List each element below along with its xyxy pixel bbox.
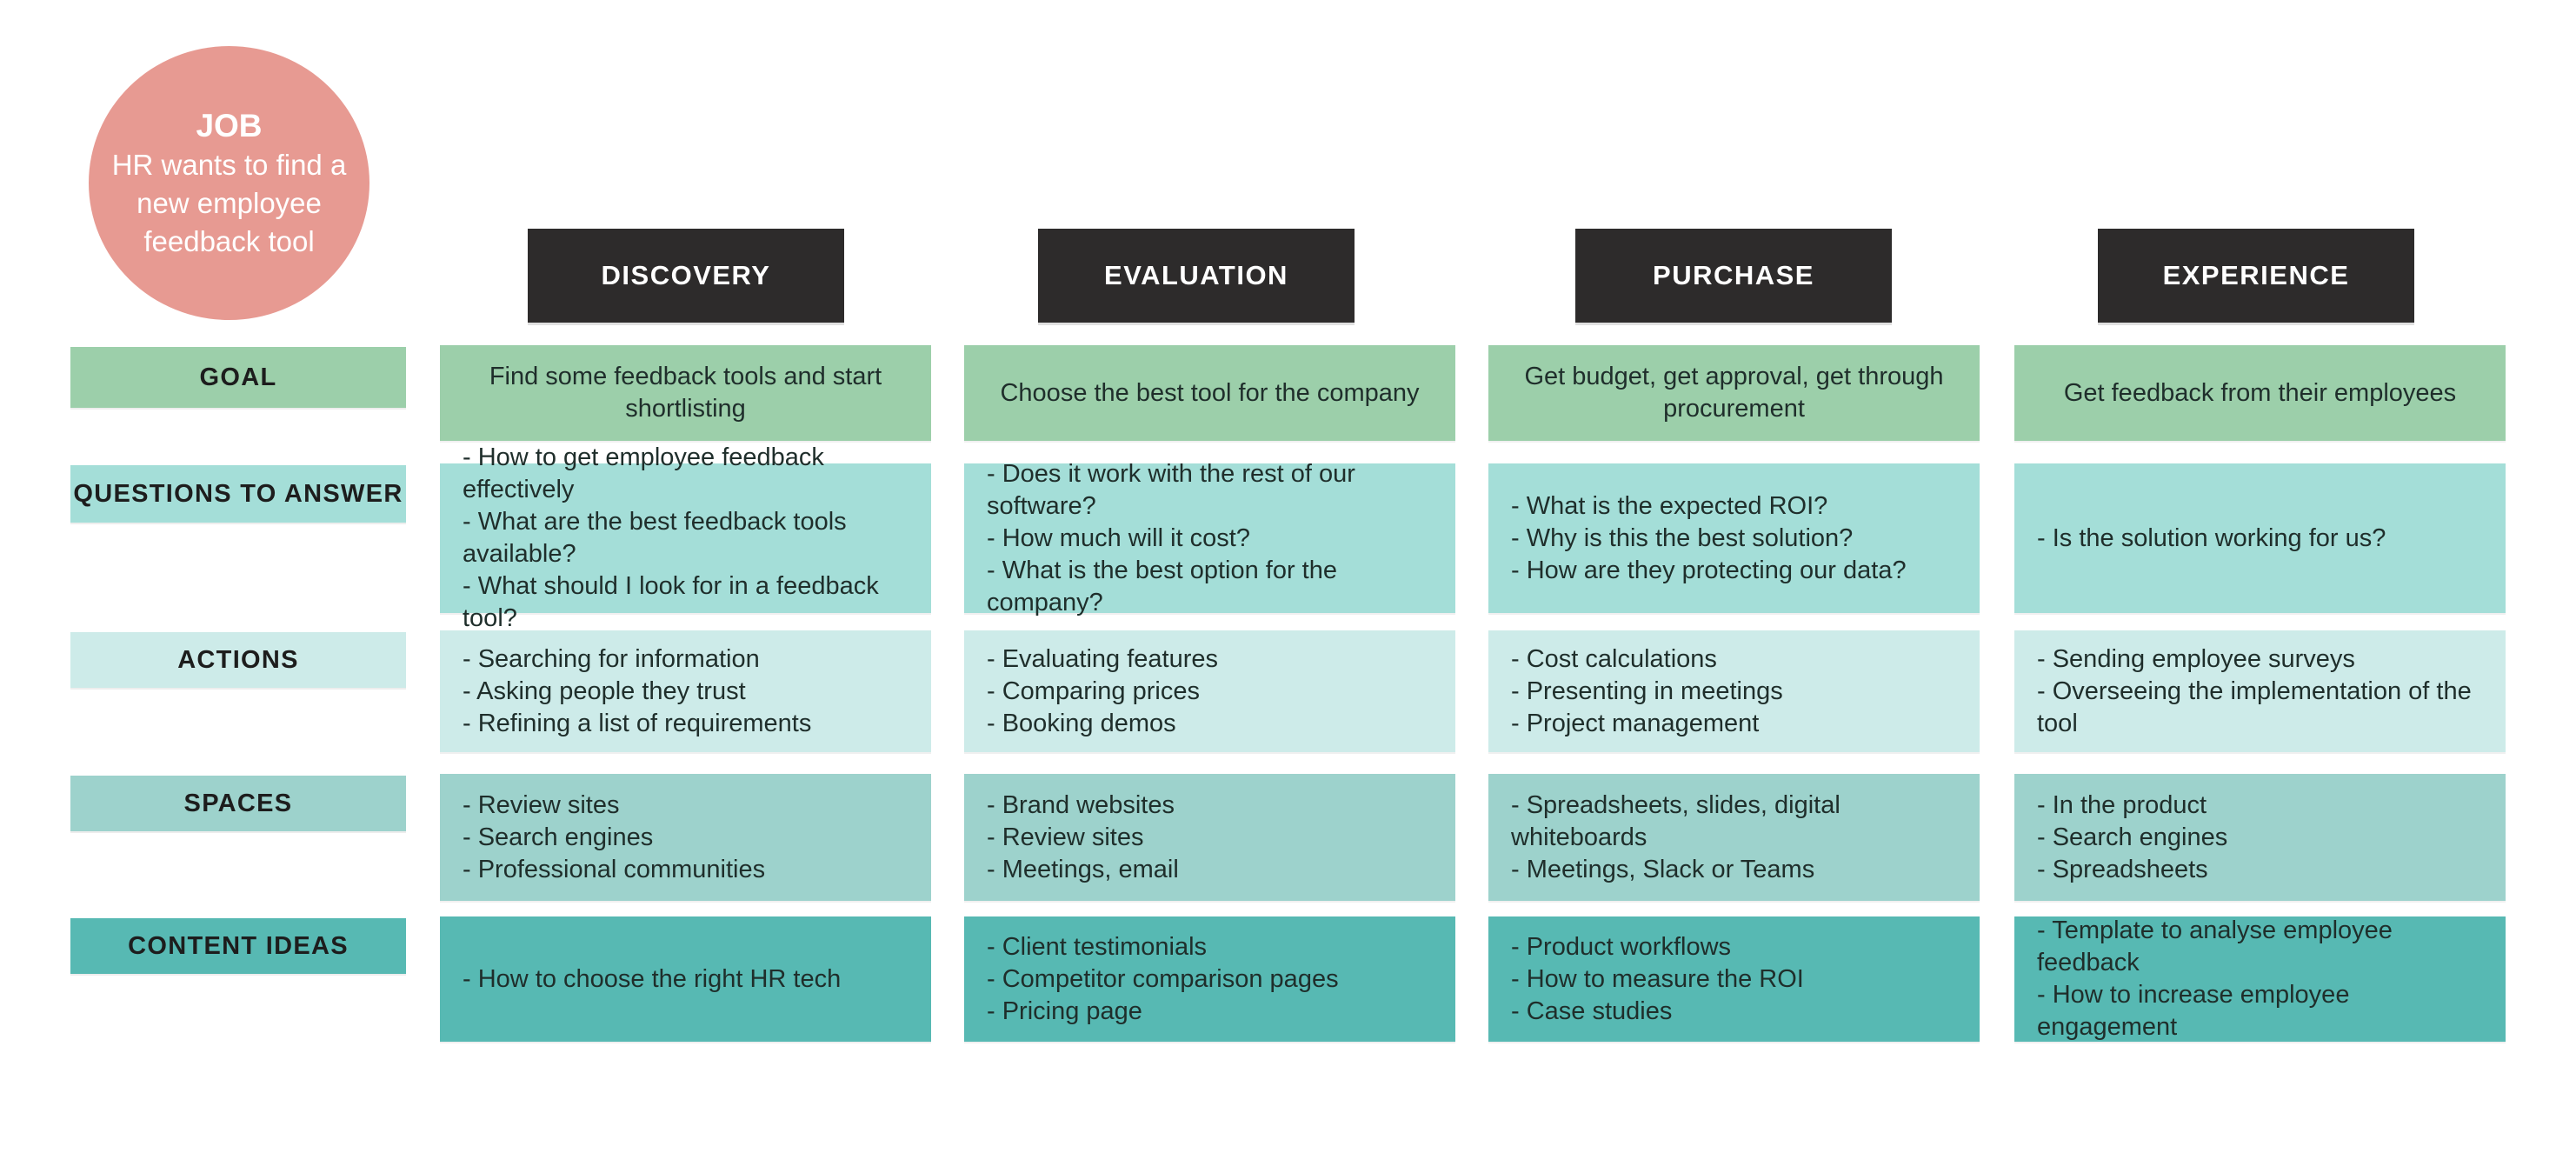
cell-text: - Review sites <box>463 790 620 819</box>
cell-actions-evaluation: - Evaluating features - Comparing prices… <box>964 630 1455 752</box>
cell-text: - Does it work with the rest of our soft… <box>987 459 1355 520</box>
cell-text: - Project management <box>1511 709 1760 737</box>
cell-content-ideas-discovery: - How to choose the right HR tech <box>440 916 931 1042</box>
cell-text: - Cost calculations <box>1511 644 1717 673</box>
cell-text: - Search engines <box>463 823 654 851</box>
cell-text: - Refining a list of requirements <box>463 709 812 737</box>
cell-text: - Why is this the best solution? <box>1511 523 1854 552</box>
cell-text: - Pricing page <box>987 996 1142 1025</box>
cell-actions-discovery: - Searching for information - Asking peo… <box>440 630 931 752</box>
cell-text: - Spreadsheets <box>2037 855 2208 883</box>
cell-text: - Spreadsheets, slides, digital whiteboa… <box>1511 790 1840 851</box>
cell-text: - Brand websites <box>987 790 1175 819</box>
cell-text: - How to measure the ROI <box>1511 964 1804 993</box>
cell-text: Get feedback from their employees <box>2063 378 2457 407</box>
cell-actions-experience: - Sending employee surveys - Overseeing … <box>2014 630 2506 752</box>
cell-text: - Overseeing the implementation of the t… <box>2037 676 2472 737</box>
cell-goal-evaluation: Choose the best tool for the company <box>964 345 1455 441</box>
job-circle-text: HR wants to find a new employee feedback… <box>111 148 347 257</box>
row-label-goal: GOAL <box>70 347 406 408</box>
cell-spaces-discovery: - Review sites - Search engines - Profes… <box>440 774 931 901</box>
cell-text: Choose the best tool for the company <box>1000 378 1420 407</box>
stage-header-experience: EXPERIENCE <box>2098 229 2414 323</box>
row-label-questions-to-answer: QUESTIONS TO ANSWER <box>70 465 406 523</box>
cell-text: - How to choose the right HR tech <box>463 964 842 993</box>
cell-text: - Case studies <box>1511 996 1673 1025</box>
cell-text: - Search engines <box>2037 823 2228 851</box>
row-label-content-ideas: CONTENT IDEAS <box>70 918 406 974</box>
stage-header-evaluation: EVALUATION <box>1038 229 1355 323</box>
cell-text: - Product workflows <box>1511 932 1732 961</box>
cell-content-ideas-purchase: - Product workflows - How to measure the… <box>1488 916 1980 1042</box>
cell-text: - Booking demos <box>987 709 1176 737</box>
cell-text: - How to get employee feedback effective… <box>463 443 824 503</box>
cell-text: - Comparing prices <box>987 676 1200 705</box>
row-label-actions: ACTIONS <box>70 632 406 688</box>
row-label-spaces: SPACES <box>70 776 406 831</box>
cell-text: - Presenting in meetings <box>1511 676 1783 705</box>
cell-questions-purchase: - What is the expected ROI? - Why is thi… <box>1488 463 1980 613</box>
cell-text: - How are they protecting our data? <box>1511 556 1907 584</box>
cell-text: - What is the expected ROI? <box>1511 491 1828 520</box>
cell-content-ideas-evaluation: - Client testimonials - Competitor compa… <box>964 916 1455 1042</box>
cell-spaces-purchase: - Spreadsheets, slides, digital whiteboa… <box>1488 774 1980 901</box>
cell-text: - Meetings, Slack or Teams <box>1511 855 1815 883</box>
cell-actions-purchase: - Cost calculations - Presenting in meet… <box>1488 630 1980 752</box>
cell-text: - Asking people they trust <box>463 676 746 705</box>
cell-text: Find some feedback tools and start short… <box>489 363 882 423</box>
cell-text: - Searching for information <box>463 644 760 673</box>
cell-text: - Is the solution working for us? <box>2037 523 2386 552</box>
cell-questions-evaluation: - Does it work with the rest of our soft… <box>964 460 1455 616</box>
job-circle: JOB HR wants to find a new employee feed… <box>89 46 369 320</box>
cell-questions-discovery: - How to get employee feedback effective… <box>440 443 931 632</box>
cell-text: - Client testimonials <box>987 932 1208 961</box>
cell-goal-discovery: Find some feedback tools and start short… <box>440 345 931 441</box>
cell-spaces-experience: - In the product - Search engines - Spre… <box>2014 774 2506 901</box>
job-circle-title: JOB <box>196 107 263 143</box>
cell-text: - How much will it cost? <box>987 523 1250 552</box>
cell-text: - Sending employee surveys <box>2037 644 2355 673</box>
cell-text: - What should I look for in a feedback t… <box>463 572 879 632</box>
cell-text: - What is the best option for the compan… <box>987 556 1337 616</box>
cell-goal-purchase: Get budget, get approval, get through pr… <box>1488 345 1980 441</box>
cell-text: - How to increase employee engagement <box>2037 981 2350 1041</box>
cell-text: - Template to analyse employee feedback <box>2037 916 2393 976</box>
cell-text: - What are the best feedback tools avail… <box>463 508 847 568</box>
cell-text: - Review sites <box>987 823 1144 851</box>
cell-questions-experience: - Is the solution working for us? <box>2014 463 2506 613</box>
cell-text: Get budget, get approval, get through pr… <box>1524 363 1944 423</box>
cell-spaces-evaluation: - Brand websites - Review sites - Meetin… <box>964 774 1455 901</box>
cell-text: - In the product <box>2037 790 2207 819</box>
stage-header-purchase: PURCHASE <box>1575 229 1892 323</box>
cell-text: - Competitor comparison pages <box>987 964 1339 993</box>
cell-content-ideas-experience: - Template to analyse employee feedback … <box>2014 916 2506 1042</box>
cell-text: - Evaluating features <box>987 644 1218 673</box>
cell-text: - Meetings, email <box>987 855 1179 883</box>
stage-header-discovery: DISCOVERY <box>528 229 844 323</box>
cell-goal-experience: Get feedback from their employees <box>2014 345 2506 441</box>
cell-text: - Professional communities <box>463 855 766 883</box>
